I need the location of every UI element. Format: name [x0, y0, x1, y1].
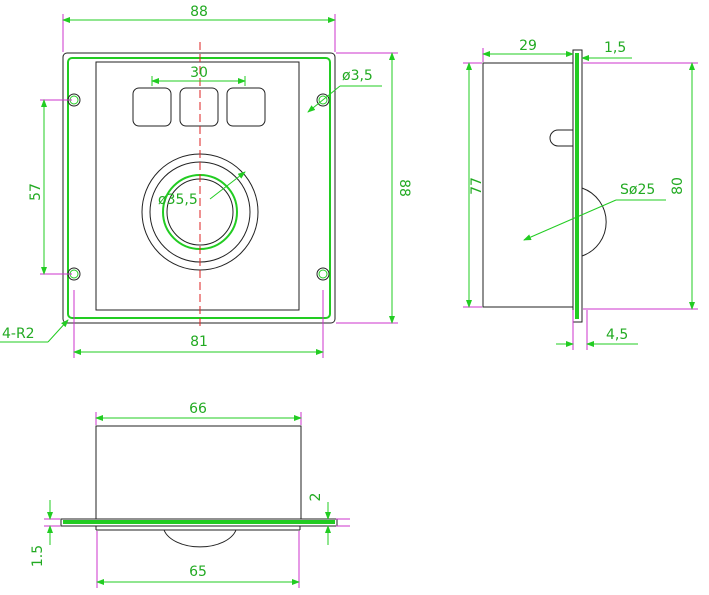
button-right	[226, 87, 266, 127]
bottom-body	[95, 425, 302, 520]
dim-front-height: 88	[396, 179, 412, 197]
dim-hole-diameter: ø3,5	[342, 68, 373, 84]
side-connector	[549, 129, 573, 147]
front-plate-outline	[62, 52, 336, 324]
side-body	[482, 62, 574, 308]
dim-side-height-left: 77	[469, 177, 485, 195]
dim-front-width: 88	[190, 4, 208, 20]
side-plate	[572, 49, 583, 323]
button-middle	[179, 87, 219, 127]
front-inner-panel	[95, 61, 300, 311]
dim-inner-width: 81	[190, 334, 208, 350]
bottom-sphere	[163, 529, 237, 548]
dim-bottom-side-15: 1.5	[30, 545, 46, 567]
dim-hole-spacing: 57	[28, 183, 44, 201]
dim-side-bottom: 4,5	[606, 327, 628, 343]
front-view: 88 30 ø3,5 57 ø35,5 88 4-R2 81	[0, 4, 412, 358]
bottom-plate-green	[63, 520, 335, 524]
button-left	[132, 87, 172, 127]
dim-button-spacing: 30	[190, 65, 208, 81]
dim-side-depth: 29	[519, 38, 537, 54]
dim-bottom-top-width: 66	[189, 401, 207, 417]
mounting-hole-tr	[316, 93, 330, 107]
dim-corner-radius: 4-R2	[2, 326, 35, 342]
side-view: 29 1,5 77 80 Sø25 4,5	[463, 38, 698, 350]
dim-bottom-side-2: 2	[308, 493, 324, 502]
mounting-hole-br	[316, 267, 330, 281]
dim-side-plate: 1,5	[604, 40, 626, 56]
dim-side-height-right: 80	[670, 177, 686, 195]
side-plate-green	[575, 53, 579, 319]
dim-bottom-width: 65	[189, 564, 207, 580]
dim-trackball-diameter: ø35,5	[158, 192, 198, 208]
bottom-view: 66 2 1.5 65	[30, 401, 350, 588]
dim-sphere-diameter: Sø25	[620, 182, 655, 198]
front-plate-inner-outline	[67, 57, 331, 319]
side-sphere	[581, 187, 607, 257]
